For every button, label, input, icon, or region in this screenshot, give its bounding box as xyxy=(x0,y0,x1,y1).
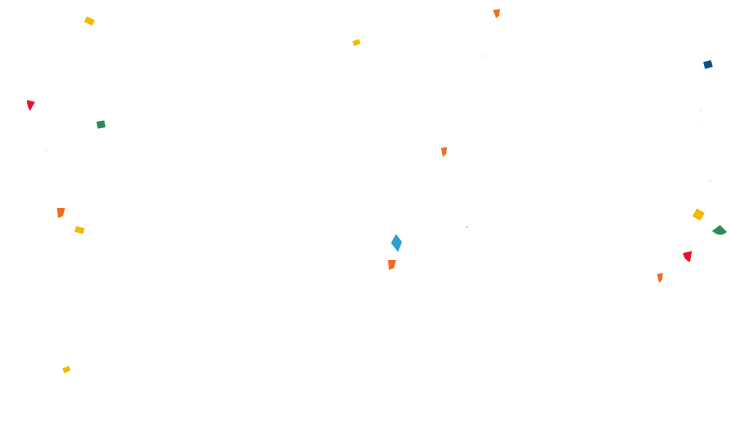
confetti-piece xyxy=(441,147,447,157)
confetti-piece xyxy=(352,38,361,47)
confetti-piece xyxy=(74,225,85,235)
confetti-piece xyxy=(683,251,692,262)
confetti-piece xyxy=(493,9,500,18)
confetti-piece xyxy=(703,60,713,69)
confetti-piece xyxy=(62,365,71,374)
confetti-piece xyxy=(391,234,402,252)
confetti-piece xyxy=(57,208,65,218)
confetti-piece xyxy=(96,120,106,129)
confetti-piece xyxy=(712,225,727,235)
confetti-speck xyxy=(45,149,47,151)
confetti-piece xyxy=(388,260,396,270)
confetti-piece xyxy=(84,16,95,26)
confetti-speck xyxy=(697,125,699,127)
confetti-piece xyxy=(657,273,663,283)
confetti-speck xyxy=(700,109,702,111)
confetti-piece xyxy=(692,208,705,221)
confetti-speck xyxy=(484,55,486,57)
confetti-speck xyxy=(709,180,711,182)
confetti-piece xyxy=(27,100,35,111)
confetti-speck xyxy=(466,226,468,228)
